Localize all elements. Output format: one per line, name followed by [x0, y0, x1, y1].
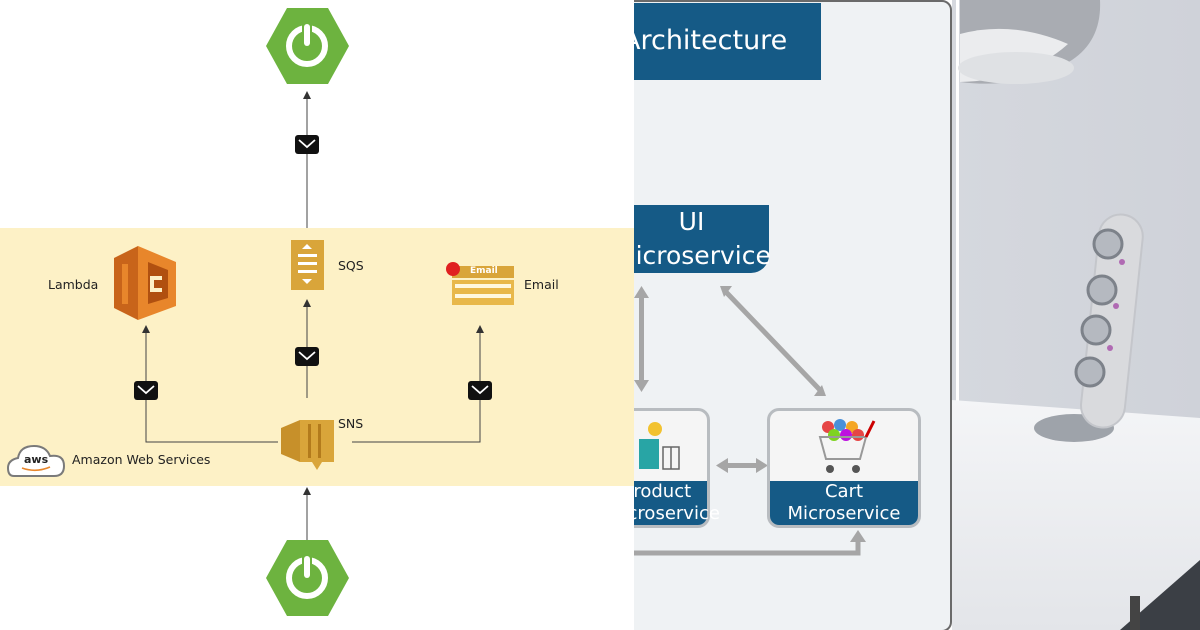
message-icon: [295, 347, 319, 366]
spring-boot-icon-top: [266, 8, 349, 84]
microservices-arrows: [634, 286, 866, 556]
microservices-architecture-panel: Architecture UI Microservice: [634, 0, 952, 630]
lamp-photo-panel: [952, 0, 1200, 630]
product-line2: Microservice: [634, 503, 720, 524]
aws-diagram-graphics: [6, 8, 514, 616]
shopping-bags-icon: [639, 422, 680, 470]
lamp-and-power-strip-photo: [952, 0, 1200, 630]
cart-microservice-box: Cart Microservice: [767, 408, 921, 528]
shopping-cart-icon: [818, 419, 876, 473]
ui-microservice-box: UI Microservice: [634, 205, 771, 273]
sqs-icon: [291, 240, 324, 290]
lamp-shade-icon: [958, 0, 1101, 84]
email-icon: [446, 262, 514, 305]
aws-logo-icon: [6, 444, 66, 477]
sns-label: SNS: [338, 416, 364, 431]
cart-microservice-label: Cart Microservice: [770, 481, 918, 525]
connector-lines: [142, 91, 484, 540]
spring-boot-icon-bottom: [266, 540, 349, 616]
product-line1: Product: [634, 481, 692, 502]
email-label: Email: [524, 277, 559, 292]
message-icon: [295, 135, 319, 154]
message-icon: [468, 381, 492, 400]
message-icon: [134, 381, 158, 400]
aws-diagram-panel: Lambda SQS Email Email SNS aws Amazon We…: [0, 8, 634, 616]
cart-line2: Microservice: [787, 503, 901, 524]
lambda-icon: [114, 246, 176, 320]
sns-icon: [281, 420, 334, 470]
ui-microservice-line2: Microservice: [634, 241, 771, 270]
lambda-label: Lambda: [48, 277, 99, 292]
sqs-label: SQS: [338, 258, 364, 273]
slide-title: Architecture: [634, 25, 788, 56]
ui-microservice-line1: UI: [678, 207, 705, 236]
title-bar: Architecture: [634, 3, 821, 80]
cart-line1: Cart: [824, 481, 864, 502]
product-microservice-label: Product Microservice: [634, 481, 720, 525]
power-strip-icon: [1034, 213, 1144, 442]
aws-badge-text: aws: [24, 453, 49, 466]
product-microservice-box: Product Microservice: [634, 408, 720, 528]
aws-caption: Amazon Web Services: [72, 452, 211, 467]
email-icon-text: Email: [470, 266, 498, 276]
